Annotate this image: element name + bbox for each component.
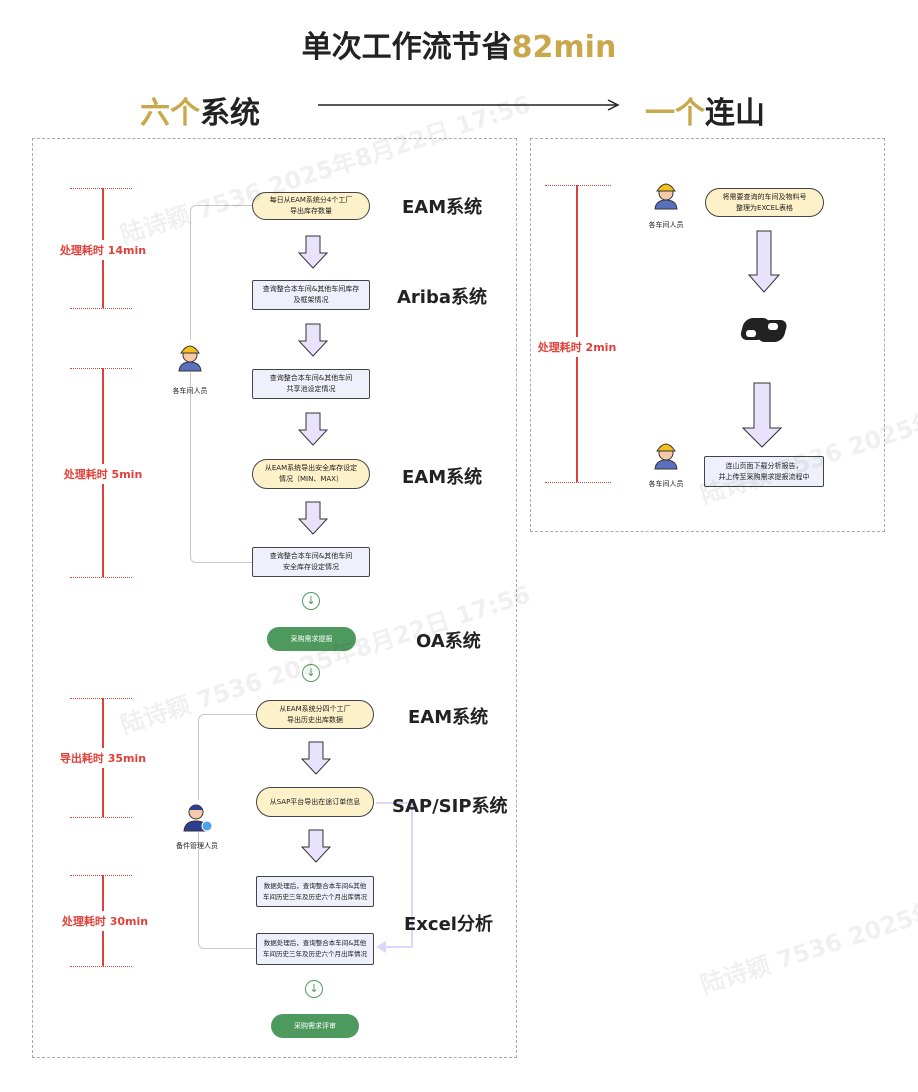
submit-request-button[interactable]: 采购需求提报	[267, 627, 356, 651]
step-box: 数据处理后，查询整合本车间&其他 车间历史三年及历史六个月出库情况	[256, 933, 374, 965]
step-box: 查询整合本车间&其他车间 安全库存设定情况	[252, 547, 370, 577]
down-arrow-icon	[742, 382, 782, 448]
worker-avatar-icon	[176, 340, 204, 372]
system-label: OA系统	[416, 631, 481, 652]
time-label: 导出耗时 35min	[59, 748, 147, 768]
review-request-button[interactable]: 采购需求评审	[271, 1014, 359, 1038]
system-label: EAM系统	[402, 467, 483, 488]
down-arrow-icon	[748, 230, 780, 293]
time-label: 处理耗时 30min	[61, 911, 149, 931]
system-label: SAP/SIP系统	[392, 796, 508, 817]
circle-arrow-down-icon: ↓	[305, 980, 323, 998]
divider	[545, 482, 611, 483]
circle-arrow-down-icon: ↓	[302, 664, 320, 682]
connector	[376, 802, 413, 953]
page-title: 单次工作流节省82min	[0, 22, 918, 66]
divider	[70, 577, 132, 578]
right-header-highlight: 一个	[645, 96, 705, 131]
down-arrow-icon	[301, 829, 331, 863]
step-box: 连山页面下载分析报告， 并上传至采购需求提报流程中	[704, 456, 824, 487]
down-arrow-icon	[298, 412, 328, 446]
step-box: 每日从EAM系统分4个工厂 导出库存数量	[252, 192, 370, 220]
title-text: 单次工作流节省	[301, 30, 512, 65]
role-label: 备件管理人员	[176, 842, 218, 850]
divider	[70, 698, 132, 699]
system-label: EAM系统	[402, 197, 483, 218]
role-label: 各车间人员	[648, 221, 684, 229]
step-box: 数据处理后，查询整合本车间&其他 车间历史三年及历史六个月出库情况	[256, 876, 374, 907]
system-label: EAM系统	[408, 707, 489, 728]
left-header-text: 系统	[200, 96, 260, 131]
right-header-text: 连山	[705, 96, 765, 131]
step-box: 从SAP平台导出在途订单信息	[256, 787, 374, 817]
role-label: 各车间人员	[648, 480, 684, 488]
divider	[70, 817, 132, 818]
down-arrow-icon	[298, 323, 328, 357]
arrow-right-icon	[318, 99, 620, 111]
system-label: Ariba系统	[397, 287, 488, 308]
manager-avatar-icon	[182, 800, 214, 832]
step-box: 查询整合本车间&其他车间 共享池设定情况	[252, 369, 370, 399]
system-label: Excel分析	[404, 914, 493, 935]
down-arrow-icon	[301, 741, 331, 775]
circle-arrow-down-icon: ↓	[302, 592, 320, 610]
title-highlight: 82min	[511, 30, 617, 65]
divider	[70, 308, 132, 309]
step-box: 从EAM系统导出安全库存设定 情况（MIN、MAX）	[252, 459, 370, 489]
step-box: 查询整合本车间&其他车间库存 及框架情况	[252, 280, 370, 310]
down-arrow-icon	[298, 235, 328, 269]
worker-avatar-icon	[652, 178, 680, 210]
divider	[70, 188, 132, 189]
time-label: 处理耗时 2min	[537, 337, 617, 357]
divider	[545, 185, 611, 186]
connector	[190, 205, 254, 563]
down-arrow-icon	[298, 501, 328, 535]
step-box: 将需要查询的车间及物料号 整理为EXCEL表格	[705, 188, 824, 217]
time-label: 处理耗时 5min	[63, 464, 143, 484]
divider	[70, 966, 132, 967]
worker-avatar-icon	[652, 438, 680, 470]
lianshan-logo-icon	[740, 318, 787, 342]
time-label: 处理耗时 14min	[59, 240, 147, 260]
role-label: 各车间人员	[172, 387, 208, 395]
left-header: 六个系统	[140, 88, 260, 132]
right-header: 一个连山	[645, 88, 765, 132]
divider	[70, 875, 132, 876]
watermark: 陆诗颖 7536 2025年8月22日 17:56	[696, 840, 918, 1000]
left-header-highlight: 六个	[140, 96, 200, 131]
time-bracket	[576, 185, 578, 482]
step-box: 从EAM系统分四个工厂 导出历史出库数据	[256, 700, 374, 729]
divider	[70, 368, 132, 369]
